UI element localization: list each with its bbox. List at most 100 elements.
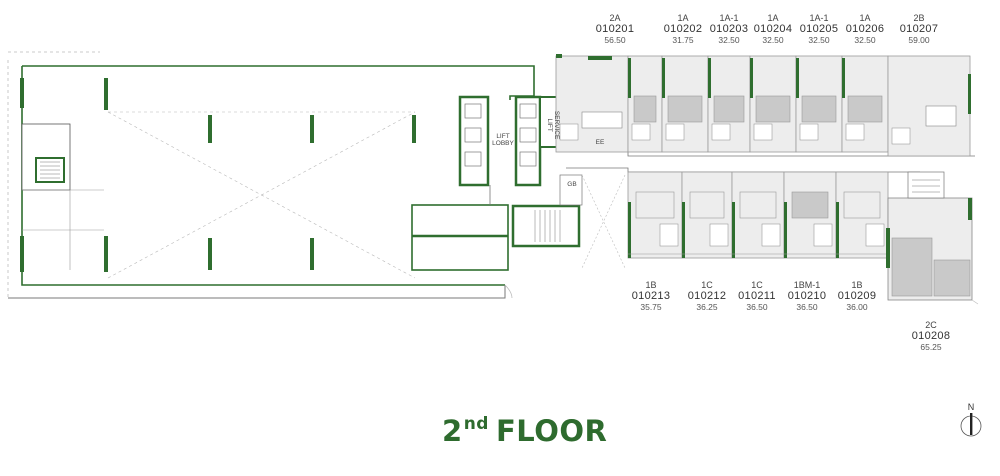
unit-code: 010212 bbox=[687, 290, 727, 303]
wall-segment bbox=[682, 202, 685, 258]
gb-label: GB bbox=[567, 181, 577, 188]
unit-area: 59.00 bbox=[908, 34, 930, 45]
wall-segment bbox=[750, 58, 753, 98]
bathroom bbox=[799, 123, 819, 141]
bed-area bbox=[633, 95, 657, 123]
unit-area: 36.25 bbox=[696, 301, 718, 312]
structural-columns bbox=[20, 78, 416, 272]
bed-area bbox=[791, 191, 829, 219]
unit-type: 1A bbox=[767, 13, 779, 23]
service-lift-label: SERVICE LIFT bbox=[546, 110, 560, 140]
unit-area: 35.75 bbox=[640, 301, 662, 312]
bathroom bbox=[761, 223, 781, 247]
unit-type: 1C bbox=[751, 280, 763, 290]
wall-segment bbox=[708, 58, 711, 98]
wall-segment bbox=[842, 58, 845, 98]
unit-code: 010202 bbox=[663, 23, 703, 36]
bathroom bbox=[711, 123, 731, 141]
unit-type: 1A-1 bbox=[719, 13, 739, 23]
bathroom bbox=[813, 223, 833, 247]
bed-area bbox=[843, 191, 881, 219]
unit-code: 010211 bbox=[738, 290, 776, 303]
north-arrow bbox=[960, 413, 982, 437]
unit-area: 32.50 bbox=[718, 34, 740, 45]
unit-code: 010213 bbox=[631, 290, 671, 303]
bathroom bbox=[753, 123, 773, 141]
bathroom bbox=[925, 105, 957, 127]
bed-area bbox=[667, 95, 703, 123]
wall-segment bbox=[836, 202, 839, 258]
unit-area: 32.50 bbox=[808, 34, 830, 45]
lift-lobby-label-line2: LOBBY bbox=[492, 140, 514, 148]
unit-area: 32.50 bbox=[854, 34, 876, 45]
unit-type: 2B bbox=[913, 13, 925, 23]
wall-segment bbox=[556, 54, 562, 58]
unit-code: 010207 bbox=[899, 23, 939, 36]
wall-segment bbox=[732, 202, 735, 258]
bed-area bbox=[635, 191, 675, 219]
unit-type: 1BM-1 bbox=[793, 280, 821, 290]
wall-segment bbox=[662, 58, 665, 98]
unit-area: 36.50 bbox=[746, 301, 768, 312]
bed-area bbox=[801, 95, 837, 123]
unit-type: 1B bbox=[645, 280, 657, 290]
unit-code: 010209 bbox=[837, 290, 877, 303]
unit-area: 65.25 bbox=[920, 341, 942, 352]
unit-code: 010203 bbox=[709, 23, 749, 36]
unit-area: 56.50 bbox=[604, 34, 626, 45]
wall-segment bbox=[968, 74, 971, 114]
wall-segment bbox=[784, 202, 787, 258]
ee-label: EE bbox=[595, 139, 605, 146]
unit-area: 36.00 bbox=[846, 301, 868, 312]
bed-area bbox=[713, 95, 745, 123]
bathroom bbox=[559, 123, 579, 141]
bathroom bbox=[845, 123, 865, 141]
bathroom bbox=[659, 223, 679, 247]
wall-segment bbox=[628, 58, 631, 98]
unit-type: 1A bbox=[677, 13, 689, 23]
unit-area: 36.50 bbox=[796, 301, 818, 312]
unit-type: 1B bbox=[851, 280, 863, 290]
bottom-unit-shapes bbox=[627, 171, 889, 259]
unit-code: 010204 bbox=[753, 23, 793, 36]
bed-area bbox=[689, 191, 725, 219]
bed-area bbox=[739, 191, 777, 219]
floor-suffix: nd bbox=[463, 414, 489, 434]
corner-unit-2c bbox=[886, 171, 979, 305]
top-unit-shapes bbox=[555, 54, 971, 157]
lift-lobby-label: LIFT LOBBY bbox=[490, 133, 516, 147]
bathroom bbox=[665, 123, 685, 141]
unit-type: 2C bbox=[925, 320, 937, 330]
unit-type: 2A bbox=[609, 13, 621, 23]
compass-label: N bbox=[967, 402, 975, 412]
lift-lobby-label-line1: LIFT bbox=[496, 133, 510, 140]
unit-area: 31.75 bbox=[672, 34, 694, 45]
bed-area bbox=[847, 95, 883, 123]
unit-area: 32.50 bbox=[762, 34, 784, 45]
wall-segment bbox=[588, 56, 612, 60]
unit-type: 1C bbox=[701, 280, 713, 290]
bathroom bbox=[891, 127, 911, 145]
left-stair bbox=[21, 123, 104, 270]
bathroom bbox=[581, 111, 623, 129]
unit-code: 010205 bbox=[799, 23, 839, 36]
floor-word: FLOOR bbox=[495, 414, 608, 448]
wall-segment bbox=[628, 202, 631, 258]
unit-label-010208: 2C 010208 65.25 bbox=[896, 320, 966, 353]
bed-area bbox=[755, 95, 791, 123]
unit-code: 010201 bbox=[595, 23, 635, 36]
wall-segment bbox=[796, 58, 799, 98]
unit-code: 010210 bbox=[787, 290, 827, 303]
bathroom bbox=[709, 223, 729, 247]
